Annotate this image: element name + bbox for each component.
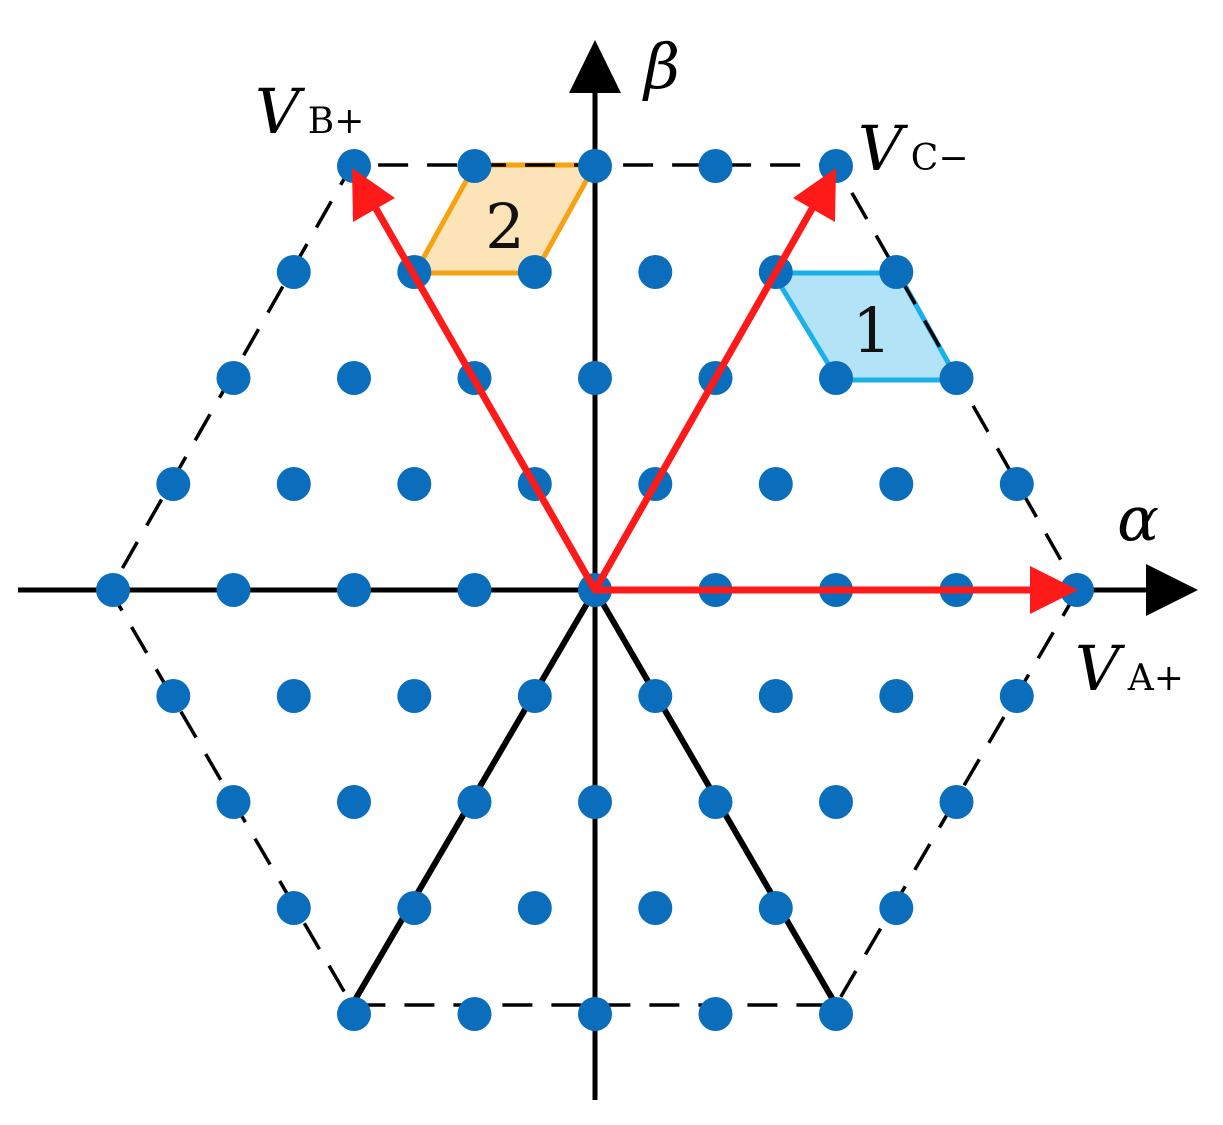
region-2-label: 2 [485, 190, 524, 263]
alpha-axis-arrow [1146, 564, 1198, 616]
lattice-point [578, 149, 612, 183]
lattice-point [819, 785, 853, 819]
vector-c-shaft [591, 203, 817, 594]
lattice-point [638, 891, 673, 925]
lattice-point [879, 679, 914, 713]
vector-b-label-main: V [255, 75, 306, 148]
lattice-point [337, 361, 371, 395]
lattice-point [337, 149, 371, 183]
lattice-point [879, 255, 914, 289]
lattice-point [999, 467, 1034, 501]
lattice-point [276, 467, 311, 501]
lattice-point [939, 361, 974, 395]
vector-c-label-sub: C− [911, 138, 969, 179]
lattice-point [578, 997, 612, 1031]
lattice-point [216, 573, 251, 607]
vector-a-label-main: V [1075, 632, 1126, 705]
lattice-point [216, 785, 251, 819]
lattice-point [819, 361, 853, 395]
lattice-point [819, 997, 853, 1031]
lattice-point [578, 785, 612, 819]
lattice-point [397, 679, 432, 713]
lattice-point [698, 997, 733, 1031]
lattice-point [156, 467, 191, 501]
lattice-point [96, 573, 130, 607]
lattice-point [276, 255, 311, 289]
lattice-point [337, 785, 371, 819]
lattice-point [276, 891, 311, 925]
lattice-point [517, 891, 552, 925]
lattice-point [758, 679, 793, 713]
vector-a-label-sub: A+ [1127, 658, 1184, 699]
lattice-point [939, 785, 974, 819]
lattice-point [638, 255, 673, 289]
lattice-point [337, 573, 371, 607]
lattice-point [397, 467, 432, 501]
lattice-point [457, 149, 492, 183]
beta-axis-arrow [569, 40, 621, 93]
vector-c-label-main: V [858, 112, 909, 185]
lattice-point [156, 679, 191, 713]
lattice-point [758, 891, 793, 925]
lattice-point [698, 785, 733, 819]
vector-a-arrowhead [1030, 566, 1078, 614]
lattice-point [879, 467, 914, 501]
lattice-point [457, 785, 492, 819]
lattice-point [216, 361, 251, 395]
region-1-label: 1 [852, 294, 891, 367]
lattice-point [457, 573, 492, 607]
lattice-point [999, 679, 1034, 713]
lattice-point [638, 679, 673, 713]
lattice-point [758, 467, 793, 501]
lattice-point [276, 679, 311, 713]
vector-b-shaft [371, 203, 599, 594]
lattice-point [698, 149, 733, 183]
lattice-point [337, 997, 371, 1031]
lattice-point [879, 891, 914, 925]
vector-c-arrowhead [793, 168, 836, 222]
vector-b-arrowhead [352, 168, 395, 222]
alpha-axis-label: α [1117, 482, 1159, 555]
lattice-point [578, 361, 612, 395]
beta-axis-label: β [642, 30, 680, 103]
lattice-point [517, 679, 552, 713]
lattice-point [517, 255, 552, 289]
vector-b-label-sub: B+ [308, 101, 365, 142]
lattice-point [457, 997, 492, 1031]
lattice-point [397, 891, 432, 925]
